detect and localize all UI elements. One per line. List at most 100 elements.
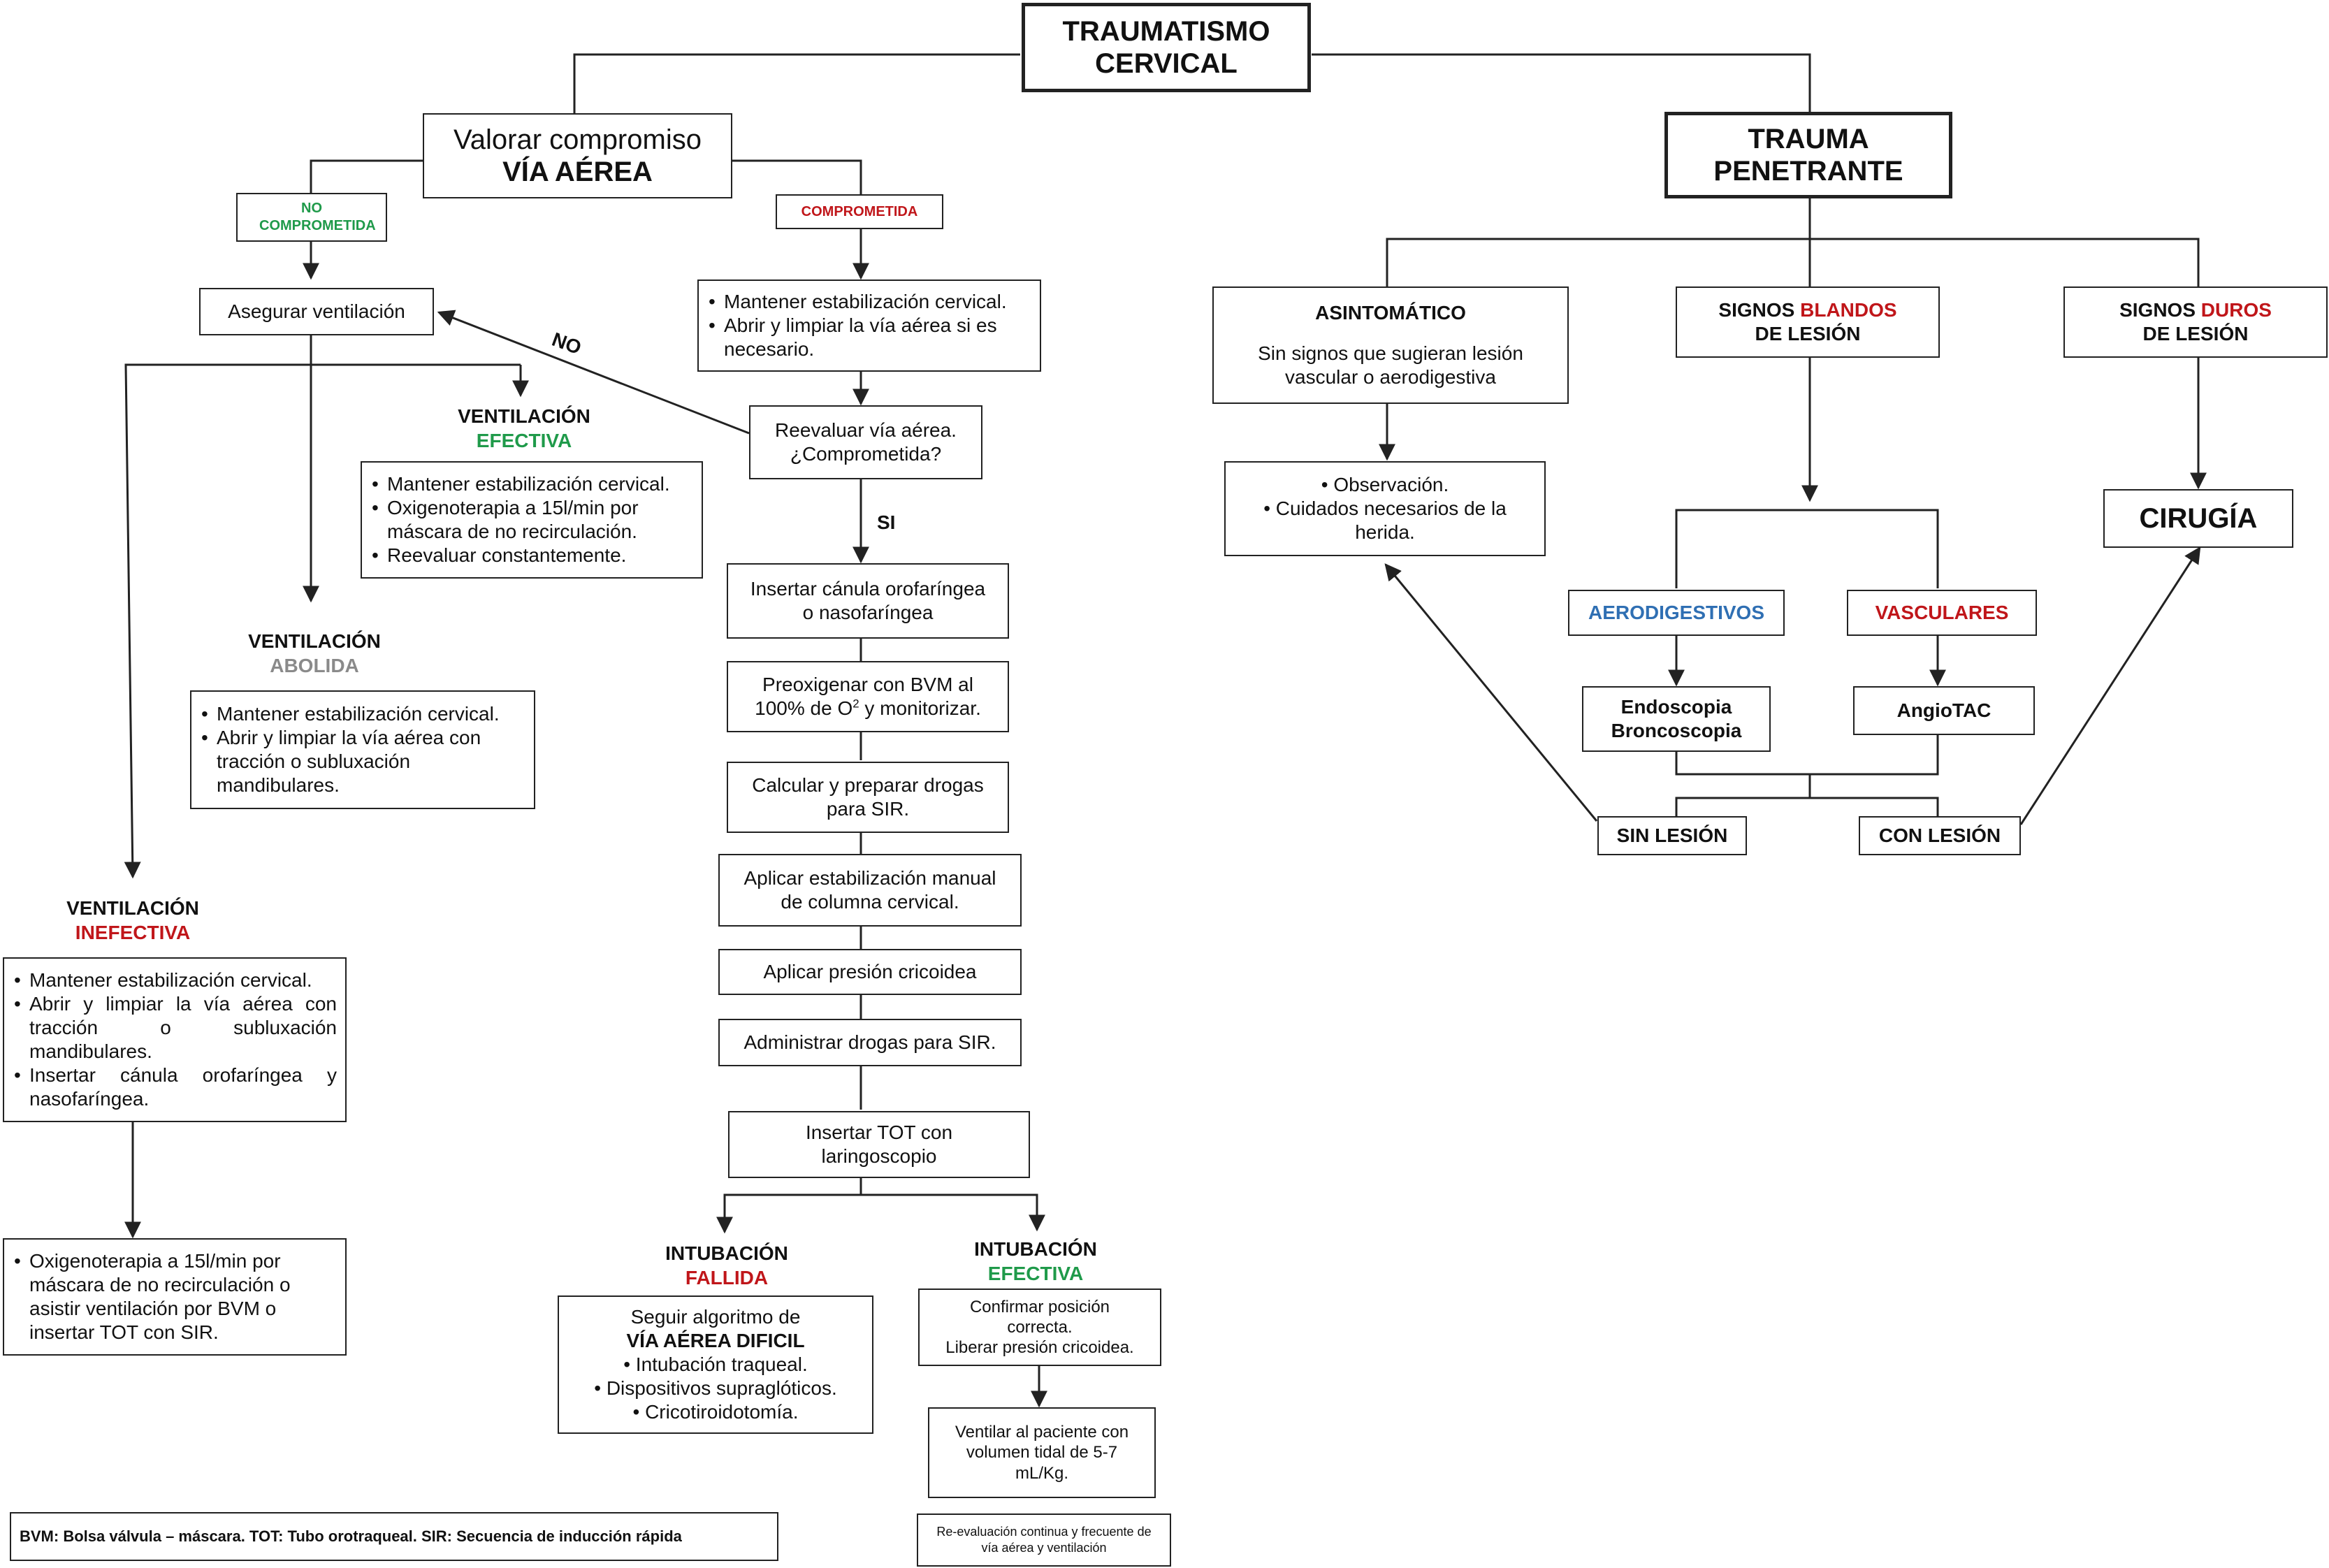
title-box: TRAUMATISMO CERVICAL bbox=[1022, 3, 1311, 92]
list-item: Mantener estabilización cervical. bbox=[709, 290, 1031, 314]
vasculares-text: VASCULARES bbox=[1875, 601, 2009, 623]
signos-duros-box: SIGNOS DUROS DE LESIÓN bbox=[2063, 286, 2328, 358]
ventilacion-abolida-heading: VENTILACIÓN bbox=[248, 630, 381, 652]
reevaluacion-continua-text: Re-evaluación continua y frecuente de ví… bbox=[936, 1524, 1152, 1555]
list-item: Oxigenoterapia a 15l/min por máscara de … bbox=[14, 1249, 337, 1345]
signos-blandos-line1: SIGNOS BLANDOS bbox=[1718, 298, 1896, 322]
preoxigenar-box: Preoxigenar con BVM al 100% de O2 y moni… bbox=[727, 661, 1009, 732]
signos-duros-line2: DE LESIÓN bbox=[2142, 323, 2249, 344]
list-item: Abrir y limpiar la vía aérea si es neces… bbox=[709, 314, 1031, 361]
administrar-drogas-box: Administrar drogas para SIR. bbox=[718, 1019, 1022, 1066]
signos-blandos-a: SIGNOS bbox=[1718, 298, 1801, 321]
sin-lesion-box: SIN LESIÓN bbox=[1597, 816, 1747, 855]
preoxigenar-sup: 2 bbox=[852, 697, 859, 711]
ventilacion-inefectiva-heading: VENTILACIÓN bbox=[66, 897, 199, 919]
ventilacion-efectiva-heading: VENTILACIÓN bbox=[458, 405, 590, 427]
calcular-drogas-box: Calcular y preparar drogas para SIR. bbox=[727, 762, 1009, 833]
list-item: Dispositivos supraglóticos. bbox=[594, 1377, 837, 1400]
list-item: Reevaluar constantemente. bbox=[372, 544, 693, 567]
no-comprometida-box: NO COMPROMETIDA bbox=[236, 193, 387, 242]
signos-blandos-b: BLANDOS bbox=[1800, 298, 1897, 321]
mantener-estabilizacion-box: Mantener estabilización cervical. Abrir … bbox=[697, 280, 1041, 372]
trauma-penetrante-line1: TRAUMA bbox=[1748, 124, 1869, 154]
preoxigenar-text-a: Preoxigenar con BVM al 100% de O bbox=[755, 673, 973, 719]
aerodigestivos-text: AERODIGESTIVOS bbox=[1588, 601, 1765, 623]
list-item: Mantener estabilización cervical. bbox=[372, 472, 693, 496]
legend-text: BVM: Bolsa válvula – máscara. TOT: Tubo … bbox=[20, 1527, 682, 1545]
estabilizacion-manual-text: Aplicar estabilización manual de columna… bbox=[743, 866, 996, 913]
signos-blandos-box: SIGNOS BLANDOS DE LESIÓN bbox=[1676, 286, 1940, 358]
angiotac-text: AngioTAC bbox=[1896, 699, 1991, 721]
no-comprometida-text: NO COMPROMETIDA bbox=[259, 201, 376, 233]
intubacion-fallida-heading: INTUBACIÓN bbox=[665, 1242, 788, 1264]
broncoscopia-text: Broncoscopia bbox=[1611, 720, 1742, 741]
administrar-drogas-text: Administrar drogas para SIR. bbox=[743, 1031, 996, 1053]
trauma-penetrante-box: TRAUMA PENETRANTE bbox=[1664, 112, 1952, 198]
insertar-tot-text: Insertar TOT con laringoscopio bbox=[805, 1121, 953, 1167]
preoxigenar-text-b: y monitorizar. bbox=[859, 697, 981, 719]
con-lesion-box: CON LESIÓN bbox=[1859, 816, 2021, 855]
ventilacion-abolida-label: VENTILACIÓN ABOLIDA bbox=[203, 629, 426, 678]
endoscopia-box: Endoscopia Broncoscopia bbox=[1582, 686, 1771, 752]
ventilacion-inefectiva-label: VENTILACIÓN INEFECTIVA bbox=[21, 896, 245, 945]
intubacion-efectiva-status: EFECTIVA bbox=[987, 1263, 1084, 1284]
intubacion-fallida-label: INTUBACIÓN FALLIDA bbox=[615, 1241, 839, 1290]
insertar-tot-box: Insertar TOT con laringoscopio bbox=[728, 1111, 1030, 1178]
observacion-box: Observación. Cuidados necesarios de la h… bbox=[1224, 461, 1546, 556]
si-label: SI bbox=[877, 511, 896, 533]
valorar-via-aerea-box: Valorar compromiso VÍA AÉREA bbox=[423, 113, 732, 198]
presion-cricoidea-text: Aplicar presión cricoidea bbox=[763, 960, 977, 982]
aerodigestivos-box: AERODIGESTIVOS bbox=[1568, 590, 1785, 636]
insertar-canula-text: Insertar cánula orofaríngea o nasofaríng… bbox=[750, 577, 986, 623]
signos-duros-b: DUROS bbox=[2200, 298, 2272, 321]
presion-cricoidea-box: Aplicar presión cricoidea bbox=[718, 949, 1022, 995]
ventilar-paciente-text: Ventilar al paciente con volumen tidal d… bbox=[955, 1423, 1129, 1483]
list-item: Cuidados necesarios de la herida. bbox=[1234, 497, 1536, 544]
via-aerea-dificil-line1: Seguir algoritmo de bbox=[630, 1305, 801, 1328]
list-item: Oxigenoterapia a 15l/min por máscara de … bbox=[372, 496, 693, 544]
ventilacion-efectiva-label: VENTILACIÓN EFECTIVA bbox=[412, 404, 636, 453]
oxigenoterapia-box: Oxigenoterapia a 15l/min por máscara de … bbox=[3, 1238, 347, 1356]
preoxigenar-text: Preoxigenar con BVM al 100% de O2 y moni… bbox=[746, 673, 990, 720]
liberar-presion-text: Liberar presión cricoidea. bbox=[945, 1338, 1134, 1358]
reevaluar-line2: ¿Comprometida? bbox=[790, 443, 942, 465]
list-item: Abrir y limpiar la vía aérea con tracció… bbox=[201, 726, 525, 797]
valorar-line1: Valorar compromiso bbox=[454, 124, 702, 155]
estabilizacion-manual-box: Aplicar estabilización manual de columna… bbox=[718, 854, 1022, 927]
asegurar-ventilacion-box: Asegurar ventilación bbox=[199, 288, 434, 335]
signos-duros-a: SIGNOS bbox=[2119, 298, 2201, 321]
ventilacion-efectiva-box: Mantener estabilización cervical. Oxigen… bbox=[361, 461, 703, 579]
list-item: Abrir y limpiar la vía aérea con tracció… bbox=[14, 992, 337, 1064]
intubacion-efectiva-heading: INTUBACIÓN bbox=[974, 1238, 1097, 1260]
valorar-line2: VÍA AÉREA bbox=[502, 157, 653, 187]
intubacion-fallida-status: FALLIDA bbox=[685, 1267, 769, 1288]
calcular-drogas-text: Calcular y preparar drogas para SIR. bbox=[752, 774, 984, 820]
ventilacion-inefectiva-status: INEFECTIVA bbox=[75, 922, 191, 943]
list-item: Cricotiroidotomía. bbox=[594, 1400, 837, 1424]
list-item: Insertar cánula orofaríngea y nasofaríng… bbox=[14, 1064, 337, 1111]
list-item: Mantener estabilización cervical. bbox=[14, 968, 337, 992]
comprometida-text: COMPROMETIDA bbox=[801, 203, 918, 219]
ventilacion-abolida-status: ABOLIDA bbox=[270, 655, 359, 676]
ventilacion-efectiva-status: EFECTIVA bbox=[476, 430, 572, 451]
via-aerea-dificil-box: Seguir algoritmo de VÍA AÉREA DIFICIL In… bbox=[558, 1295, 873, 1434]
endoscopia-text: Endoscopia bbox=[1620, 695, 1732, 718]
angiotac-box: AngioTAC bbox=[1853, 686, 2035, 735]
reevaluar-line1: Reevaluar vía aérea. bbox=[775, 419, 957, 441]
list-item: Mantener estabilización cervical. bbox=[201, 702, 525, 726]
via-aerea-dificil-line2: VÍA AÉREA DIFICIL bbox=[626, 1329, 805, 1351]
ventilacion-inefectiva-box: Mantener estabilización cervical. Abrir … bbox=[3, 957, 347, 1122]
cirugia-box: CIRUGÍA bbox=[2103, 489, 2293, 548]
sin-lesion-text: SIN LESIÓN bbox=[1616, 824, 1728, 846]
cirugia-text: CIRUGÍA bbox=[2139, 502, 2258, 534]
signos-duros-line1: SIGNOS DUROS bbox=[2119, 298, 2272, 322]
trauma-penetrante-line2: PENETRANTE bbox=[1713, 156, 1903, 187]
signos-blandos-line2: DE LESIÓN bbox=[1755, 323, 1861, 344]
confirmar-posicion-box: Confirmar posición correcta. Liberar pre… bbox=[918, 1288, 1161, 1366]
title-text: TRAUMATISMO CERVICAL bbox=[1062, 16, 1270, 79]
ventilacion-abolida-box: Mantener estabilización cervical. Abrir … bbox=[190, 690, 535, 809]
list-item: Intubación traqueal. bbox=[594, 1353, 837, 1377]
con-lesion-text: CON LESIÓN bbox=[1878, 824, 2001, 846]
asintomatico-box: ASINTOMÁTICO Sin signos que sugieran les… bbox=[1212, 286, 1569, 404]
